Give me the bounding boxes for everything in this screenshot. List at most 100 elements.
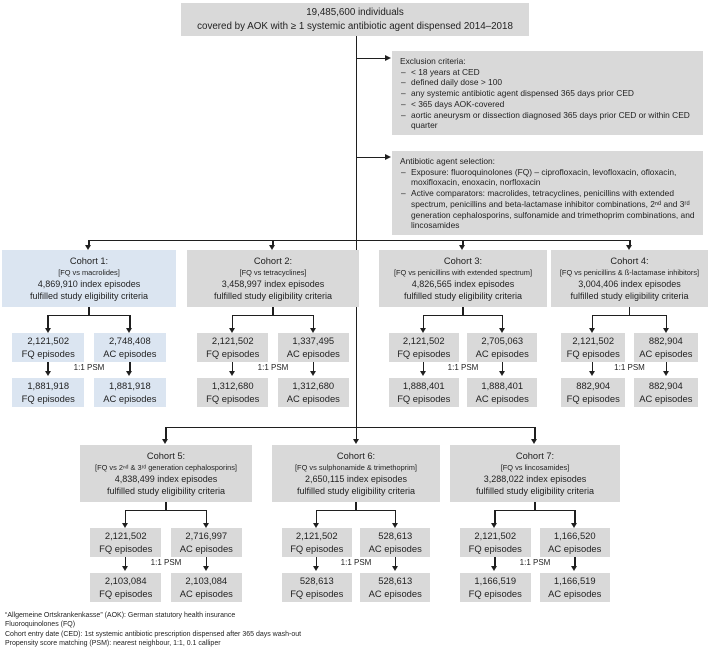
psm-connector: 1:1 PSM (187, 362, 359, 378)
ac-matched-count: 2,103,084 (185, 575, 228, 586)
selection-item: Exposure: fluoroquinolones (FQ) – ciprof… (400, 167, 695, 188)
cohort-header: Cohort 7: [FQ vs lincosamides] 3,288,022… (450, 445, 620, 502)
exclusion-criteria-box: Exclusion criteria: < 18 years at CED de… (392, 51, 703, 135)
arrow-down-icon (419, 328, 426, 333)
ac-count: 2,716,997 (185, 530, 228, 541)
fq-label: FQ episodes (206, 392, 260, 404)
ac-matched-count: 1,888,401 (481, 380, 524, 391)
cohort-criteria: fulfilled study eligibility criteria (403, 291, 523, 301)
fq-count: 2,121,502 (104, 530, 147, 541)
fq-matched-count: 1,166,519 (474, 575, 517, 586)
flow-line (356, 157, 385, 159)
ac-matched-count: 882,904 (648, 380, 683, 391)
fq-label: FQ episodes (397, 392, 451, 404)
cohort-header: Cohort 6: [FQ vs sulphonamide & trimetho… (272, 445, 440, 502)
cohort-title: Cohort 3: (443, 255, 483, 266)
flow-line (462, 240, 464, 246)
arrow-down-icon (352, 439, 359, 444)
selection-title: Antibiotic agent selection: (400, 156, 495, 166)
arrow-down-icon (626, 245, 633, 250)
ac-label: AC episodes (368, 587, 422, 599)
footnotes: “Allgemeine Ortskrankenkasse” (AOK): Ger… (5, 611, 301, 649)
fq-label: FQ episodes (290, 587, 344, 599)
cohort-index-episodes: 4,869,910 index episodes (37, 278, 141, 289)
arrow-down-icon (498, 328, 505, 333)
fq-label: FQ episodes (397, 347, 451, 359)
footnote-ced: Cohort entry date (CED): 1st systemic an… (5, 630, 302, 638)
cohort-title: Cohort 6: (336, 450, 376, 461)
psm-label: 1:1 PSM (614, 363, 645, 372)
ac-label: AC episodes (103, 347, 157, 359)
fq-count: 2,121,502 (402, 335, 445, 346)
flow-line (534, 427, 536, 440)
cohort-comparison: [FQ vs penicillins & ß-lactamase inhibit… (559, 267, 700, 277)
cohort-title: Cohort 5: (146, 450, 186, 461)
ac-label: AC episodes (548, 542, 602, 554)
cohort-index-episodes: 4,838,499 index episodes (114, 473, 218, 484)
cohort-header: Cohort 3: [FQ vs penicillins with extend… (379, 250, 547, 307)
arrow-down-icon (662, 328, 669, 333)
cohort-criteria: fulfilled study eligibility criteria (296, 486, 416, 496)
flow-line (272, 240, 274, 246)
arrow-right-icon (385, 55, 391, 61)
cohort-comparison: [FQ vs macrolides] (58, 267, 120, 277)
branch-connector (450, 502, 620, 528)
ac-count: 528,613 (378, 530, 413, 541)
ac-matched-count: 1,881,918 (108, 380, 151, 391)
fq-count: 2,121,502 (474, 530, 517, 541)
cohort-title: Cohort 7: (515, 450, 555, 461)
cohort-comparison: [FQ vs tetracyclines] (239, 267, 307, 277)
fq-matched-count: 1,312,680 (211, 380, 254, 391)
cohort-6-column: Cohort 6: [FQ vs sulphonamide & trimetho… (272, 445, 440, 602)
cohort-5-column: Cohort 5: [FQ vs 2ⁿᵈ & 3ʳᵈ generation ce… (80, 445, 252, 602)
fq-count: 2,121,502 (211, 335, 254, 346)
psm-label: 1:1 PSM (150, 558, 182, 567)
arrow-down-icon (391, 523, 398, 528)
fq-matched-count: 528,613 (299, 575, 334, 586)
arrow-down-icon (312, 523, 319, 528)
arrow-down-icon (121, 523, 128, 528)
cohort-comparison: [FQ vs lincosamides] (500, 462, 570, 472)
footnote-aok: “Allgemeine Ortskrankenkasse” (AOK): Ger… (5, 612, 236, 619)
arrow-down-icon (662, 371, 669, 376)
flow-line (629, 240, 631, 246)
fq-label: FQ episodes (566, 392, 620, 404)
psm-connector: 1:1 PSM (272, 557, 440, 573)
cohort-3-column: Cohort 3: [FQ vs penicillins with extend… (379, 250, 547, 407)
arrow-down-icon (589, 371, 595, 376)
arrow-down-icon (391, 566, 398, 571)
ac-label: AC episodes (475, 347, 529, 359)
cohort-comparison: [FQ vs penicillins with extended spectru… (393, 267, 532, 277)
cohort-7-column: Cohort 7: [FQ vs lincosamides] 3,288,022… (450, 445, 620, 602)
ac-count: 882,904 (648, 335, 683, 346)
psm-label: 1:1 PSM (447, 363, 479, 372)
arrow-down-icon (228, 328, 235, 333)
cohort-criteria: fulfilled study eligibility criteria (570, 291, 689, 301)
arrow-down-icon (269, 245, 276, 250)
ac-count: 1,166,520 (553, 530, 596, 541)
psm-label: 1:1 PSM (257, 363, 289, 372)
arrow-down-icon (589, 328, 595, 333)
population-count: 19,485,600 individuals (306, 6, 404, 18)
ac-label: AC episodes (179, 587, 233, 599)
cohort-index-episodes: 3,004,406 index episodes (578, 278, 681, 289)
